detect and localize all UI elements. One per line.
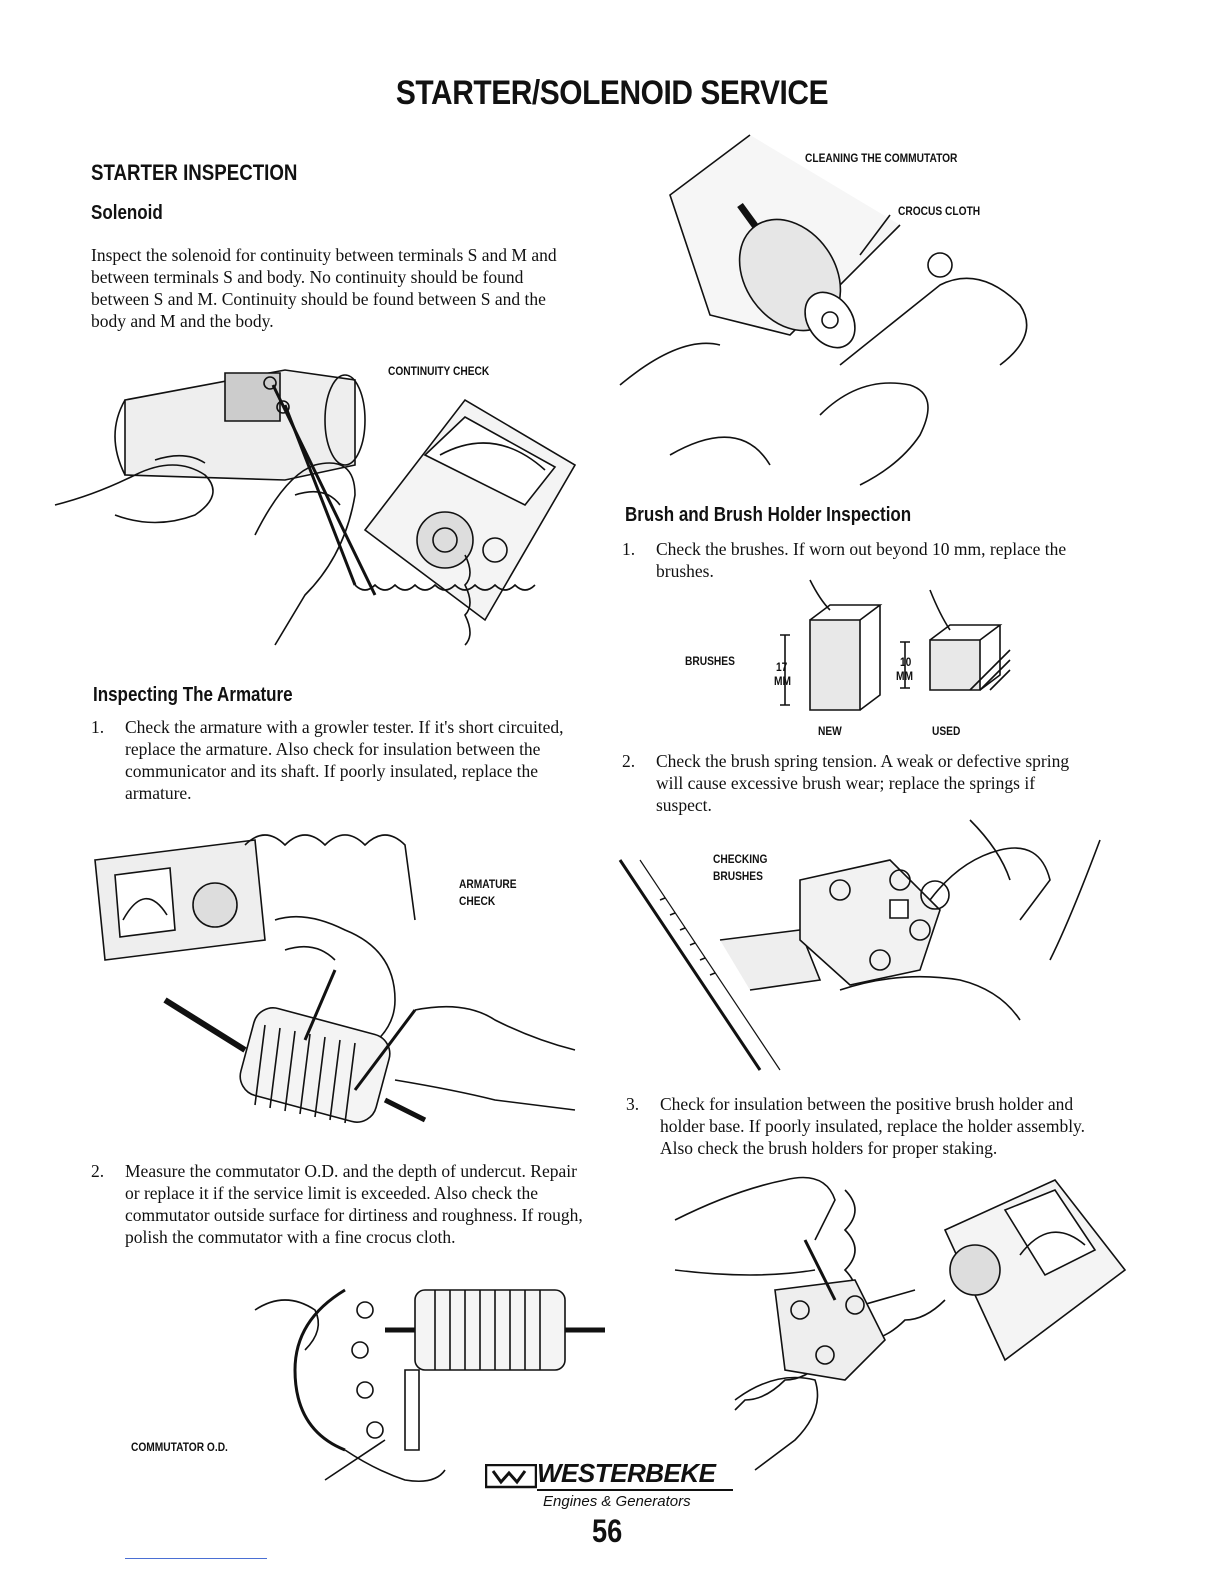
continuity-check-illustration xyxy=(55,355,585,675)
brush-holder-insulation-illustration xyxy=(675,1160,1135,1470)
checking-brushes-label-line-2: BRUSHES xyxy=(713,869,763,883)
checking-brushes-label-line-1: CHECKING xyxy=(713,852,768,866)
commutator-od-illustration xyxy=(235,1270,615,1490)
step-number: 1. xyxy=(622,539,636,559)
logo-underline xyxy=(537,1489,733,1491)
solenoid-paragraph: Inspect the solenoid for continuity betw… xyxy=(91,245,557,331)
brush-step-1: 1. Check the brushes. If worn out beyond… xyxy=(622,538,1092,582)
checking-brushes-illustration xyxy=(600,820,1120,1080)
new-brush-dimension: 17 xyxy=(776,660,788,674)
step-text: Check for insulation between the positiv… xyxy=(660,1094,1086,1158)
westerbeke-w-mark-icon xyxy=(485,1464,537,1489)
cleaning-commutator-label: CLEANING THE COMMUTATOR xyxy=(805,151,958,165)
armature-check-label-line-2: CHECK xyxy=(459,894,496,908)
crocus-cloth-label: CROCUS CLOTH xyxy=(898,204,981,218)
subheading-brush-inspection: Brush and Brush Holder Inspection xyxy=(625,504,912,526)
step-number: 3. xyxy=(626,1094,640,1114)
step-number: 2. xyxy=(91,1161,105,1181)
brushes-label: BRUSHES xyxy=(685,654,735,668)
subheading-inspecting-armature: Inspecting The Armature xyxy=(93,684,293,706)
armature-step-1: 1. Check the armature with a growler tes… xyxy=(91,716,581,804)
step-text: Check the brush spring tension. A weak o… xyxy=(656,751,1070,815)
new-brush-label: NEW xyxy=(818,724,842,738)
armature-check-illustration xyxy=(95,820,595,1140)
step-number: 1. xyxy=(91,717,105,737)
step-text: Measure the commutator O.D. and the dept… xyxy=(125,1161,583,1247)
brand-name: WESTERBEKE xyxy=(537,1458,716,1488)
armature-check-label-line-1: ARMATURE xyxy=(459,877,517,891)
brush-step-2: 2. Check the brush spring tension. A wea… xyxy=(622,750,1092,816)
step-text: Check the armature with a growler tester… xyxy=(125,717,564,803)
brushes-new-used-illustration xyxy=(770,580,1010,720)
section-heading-starter-inspection: STARTER INSPECTION xyxy=(91,160,298,185)
continuity-check-label: CONTINUITY CHECK xyxy=(388,364,490,378)
armature-step-2: 2. Measure the commutator O.D. and the d… xyxy=(91,1160,591,1248)
westerbeke-logo: WESTERBEKE Engines & Generators xyxy=(485,1458,740,1510)
brand-tagline: Engines & Generators xyxy=(543,1493,691,1510)
page-number: 56 xyxy=(592,1513,623,1549)
subheading-solenoid: Solenoid xyxy=(91,202,163,224)
step-number: 2. xyxy=(622,751,636,771)
step-text: Check the brushes. If worn out beyond 10… xyxy=(656,539,1067,581)
used-brush-label: USED xyxy=(932,724,961,738)
page-title: STARTER/SOLENOID SERVICE xyxy=(395,74,829,112)
commutator-od-label: COMMUTATOR O.D. xyxy=(131,1440,228,1454)
new-brush-unit: MM xyxy=(774,674,791,688)
cleaning-commutator-illustration xyxy=(620,135,1050,495)
brush-step-3: 3. Check for insulation between the posi… xyxy=(626,1093,1106,1159)
bottom-rule xyxy=(125,1558,267,1559)
